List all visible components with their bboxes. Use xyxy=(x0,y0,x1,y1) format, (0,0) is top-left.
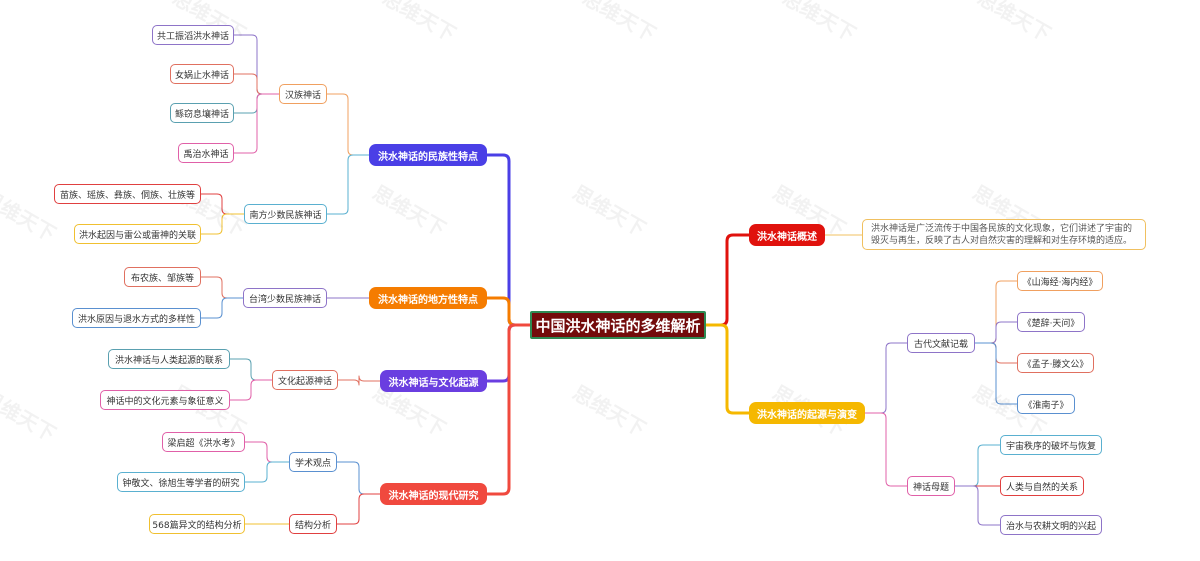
branch-connector xyxy=(706,323,749,415)
leaf-connector xyxy=(234,73,279,95)
leaf-scholars[interactable]: 钟敬文、徐旭生等学者的研究 xyxy=(117,472,245,492)
leaf-connector xyxy=(201,297,243,319)
overview-paragraph[interactable]: 洪水神话是广泛流传于中国各民族的文化现象，它们讲述了宇宙的毁灭与再生，反映了古人… xyxy=(862,219,1146,250)
leaf-cultural-symbols[interactable]: 神话中的文化元素与象征意义 xyxy=(100,390,230,410)
leaf-mencius[interactable]: 《孟子·滕文公》 xyxy=(1017,353,1094,373)
root-topic[interactable]: 中国洪水神话的多维解析 xyxy=(530,311,706,339)
leaf-connector xyxy=(955,444,1000,487)
leaf-chuci[interactable]: 《楚辞·天问》 xyxy=(1017,312,1085,332)
leaf-flood-diversity[interactable]: 洪水原因与退水方式的多样性 xyxy=(72,308,201,328)
topic-connector xyxy=(337,493,380,525)
leaf-flood-agriculture[interactable]: 治水与农耕文明的兴起 xyxy=(1000,515,1102,535)
branch-connector xyxy=(706,233,749,327)
leaf-connector xyxy=(975,342,1017,405)
leaf-connector xyxy=(234,93,279,154)
branch-culture[interactable]: 洪水神话与文化起源 xyxy=(380,370,487,392)
leaf-connector xyxy=(245,461,289,483)
topic-connector xyxy=(327,93,369,156)
leaf-connector xyxy=(230,379,272,401)
leaf-connector xyxy=(201,193,244,215)
leaf-ethnic-groups[interactable]: 苗族、瑶族、彝族、侗族、壮族等 xyxy=(54,184,201,204)
branch-ethnic[interactable]: 洪水神话的民族性特点 xyxy=(369,144,487,166)
leaf-human-nature[interactable]: 人类与自然的关系 xyxy=(1000,476,1084,496)
branch-connector xyxy=(487,296,530,327)
leaf-connector xyxy=(975,321,1017,344)
leaf-connector xyxy=(955,485,1000,526)
topic-han-myths[interactable]: 汉族神话 xyxy=(279,84,327,104)
leaf-shanhaijing[interactable]: 《山海经·海内经》 xyxy=(1017,271,1103,291)
topic-cultural-origin[interactable]: 文化起源神话 xyxy=(272,370,338,390)
leaf-human-origin[interactable]: 洪水神话与人类起源的联系 xyxy=(108,349,230,369)
leaf-bunun[interactable]: 布农族、邹族等 xyxy=(124,267,201,287)
leaf-thunder-god[interactable]: 洪水起因与雷公或雷神的关联 xyxy=(74,224,201,244)
branch-connector xyxy=(487,323,530,496)
leaf-gonggong[interactable]: 共工振滔洪水神话 xyxy=(152,25,234,45)
leaf-cosmic-order[interactable]: 宇宙秩序的破坏与恢复 xyxy=(1000,435,1102,455)
leaf-huainanzi[interactable]: 《淮南子》 xyxy=(1017,394,1075,414)
topic-taiwan-minorities[interactable]: 台湾少数民族神话 xyxy=(243,288,327,308)
topic-connector xyxy=(865,342,907,414)
topic-structural-analysis[interactable]: 结构分析 xyxy=(289,514,337,534)
topic-southern-minorities[interactable]: 南方少数民族神话 xyxy=(244,204,327,224)
topic-connector xyxy=(337,461,380,495)
topic-ancient-records[interactable]: 古代文献记载 xyxy=(907,333,975,353)
topic-myth-motifs[interactable]: 神话母题 xyxy=(907,476,955,496)
branch-evolution[interactable]: 洪水神话的起源与演变 xyxy=(749,402,865,424)
topic-connector xyxy=(865,412,907,487)
leaf-connector xyxy=(230,358,272,381)
topic-connector xyxy=(327,154,369,215)
leaf-connector xyxy=(245,441,289,463)
leaf-nuwa[interactable]: 女娲止水神话 xyxy=(170,64,234,84)
leaf-connector xyxy=(201,276,243,299)
topic-academic-views[interactable]: 学术观点 xyxy=(289,452,337,472)
leaf-liang-qichao[interactable]: 梁启超《洪水考》 xyxy=(162,432,245,452)
branch-modern[interactable]: 洪水神话的现代研究 xyxy=(380,483,487,505)
leaf-connector xyxy=(201,213,244,235)
leaf-gun[interactable]: 鲧窃息壤神话 xyxy=(170,103,234,123)
leaf-568-variants[interactable]: 568篇异文的结构分析 xyxy=(149,514,245,534)
leaf-yu[interactable]: 禹治水神话 xyxy=(178,143,234,163)
branch-regional[interactable]: 洪水神话的地方性特点 xyxy=(369,287,487,309)
branch-overview[interactable]: 洪水神话概述 xyxy=(749,224,825,246)
topic-connector xyxy=(338,375,380,386)
